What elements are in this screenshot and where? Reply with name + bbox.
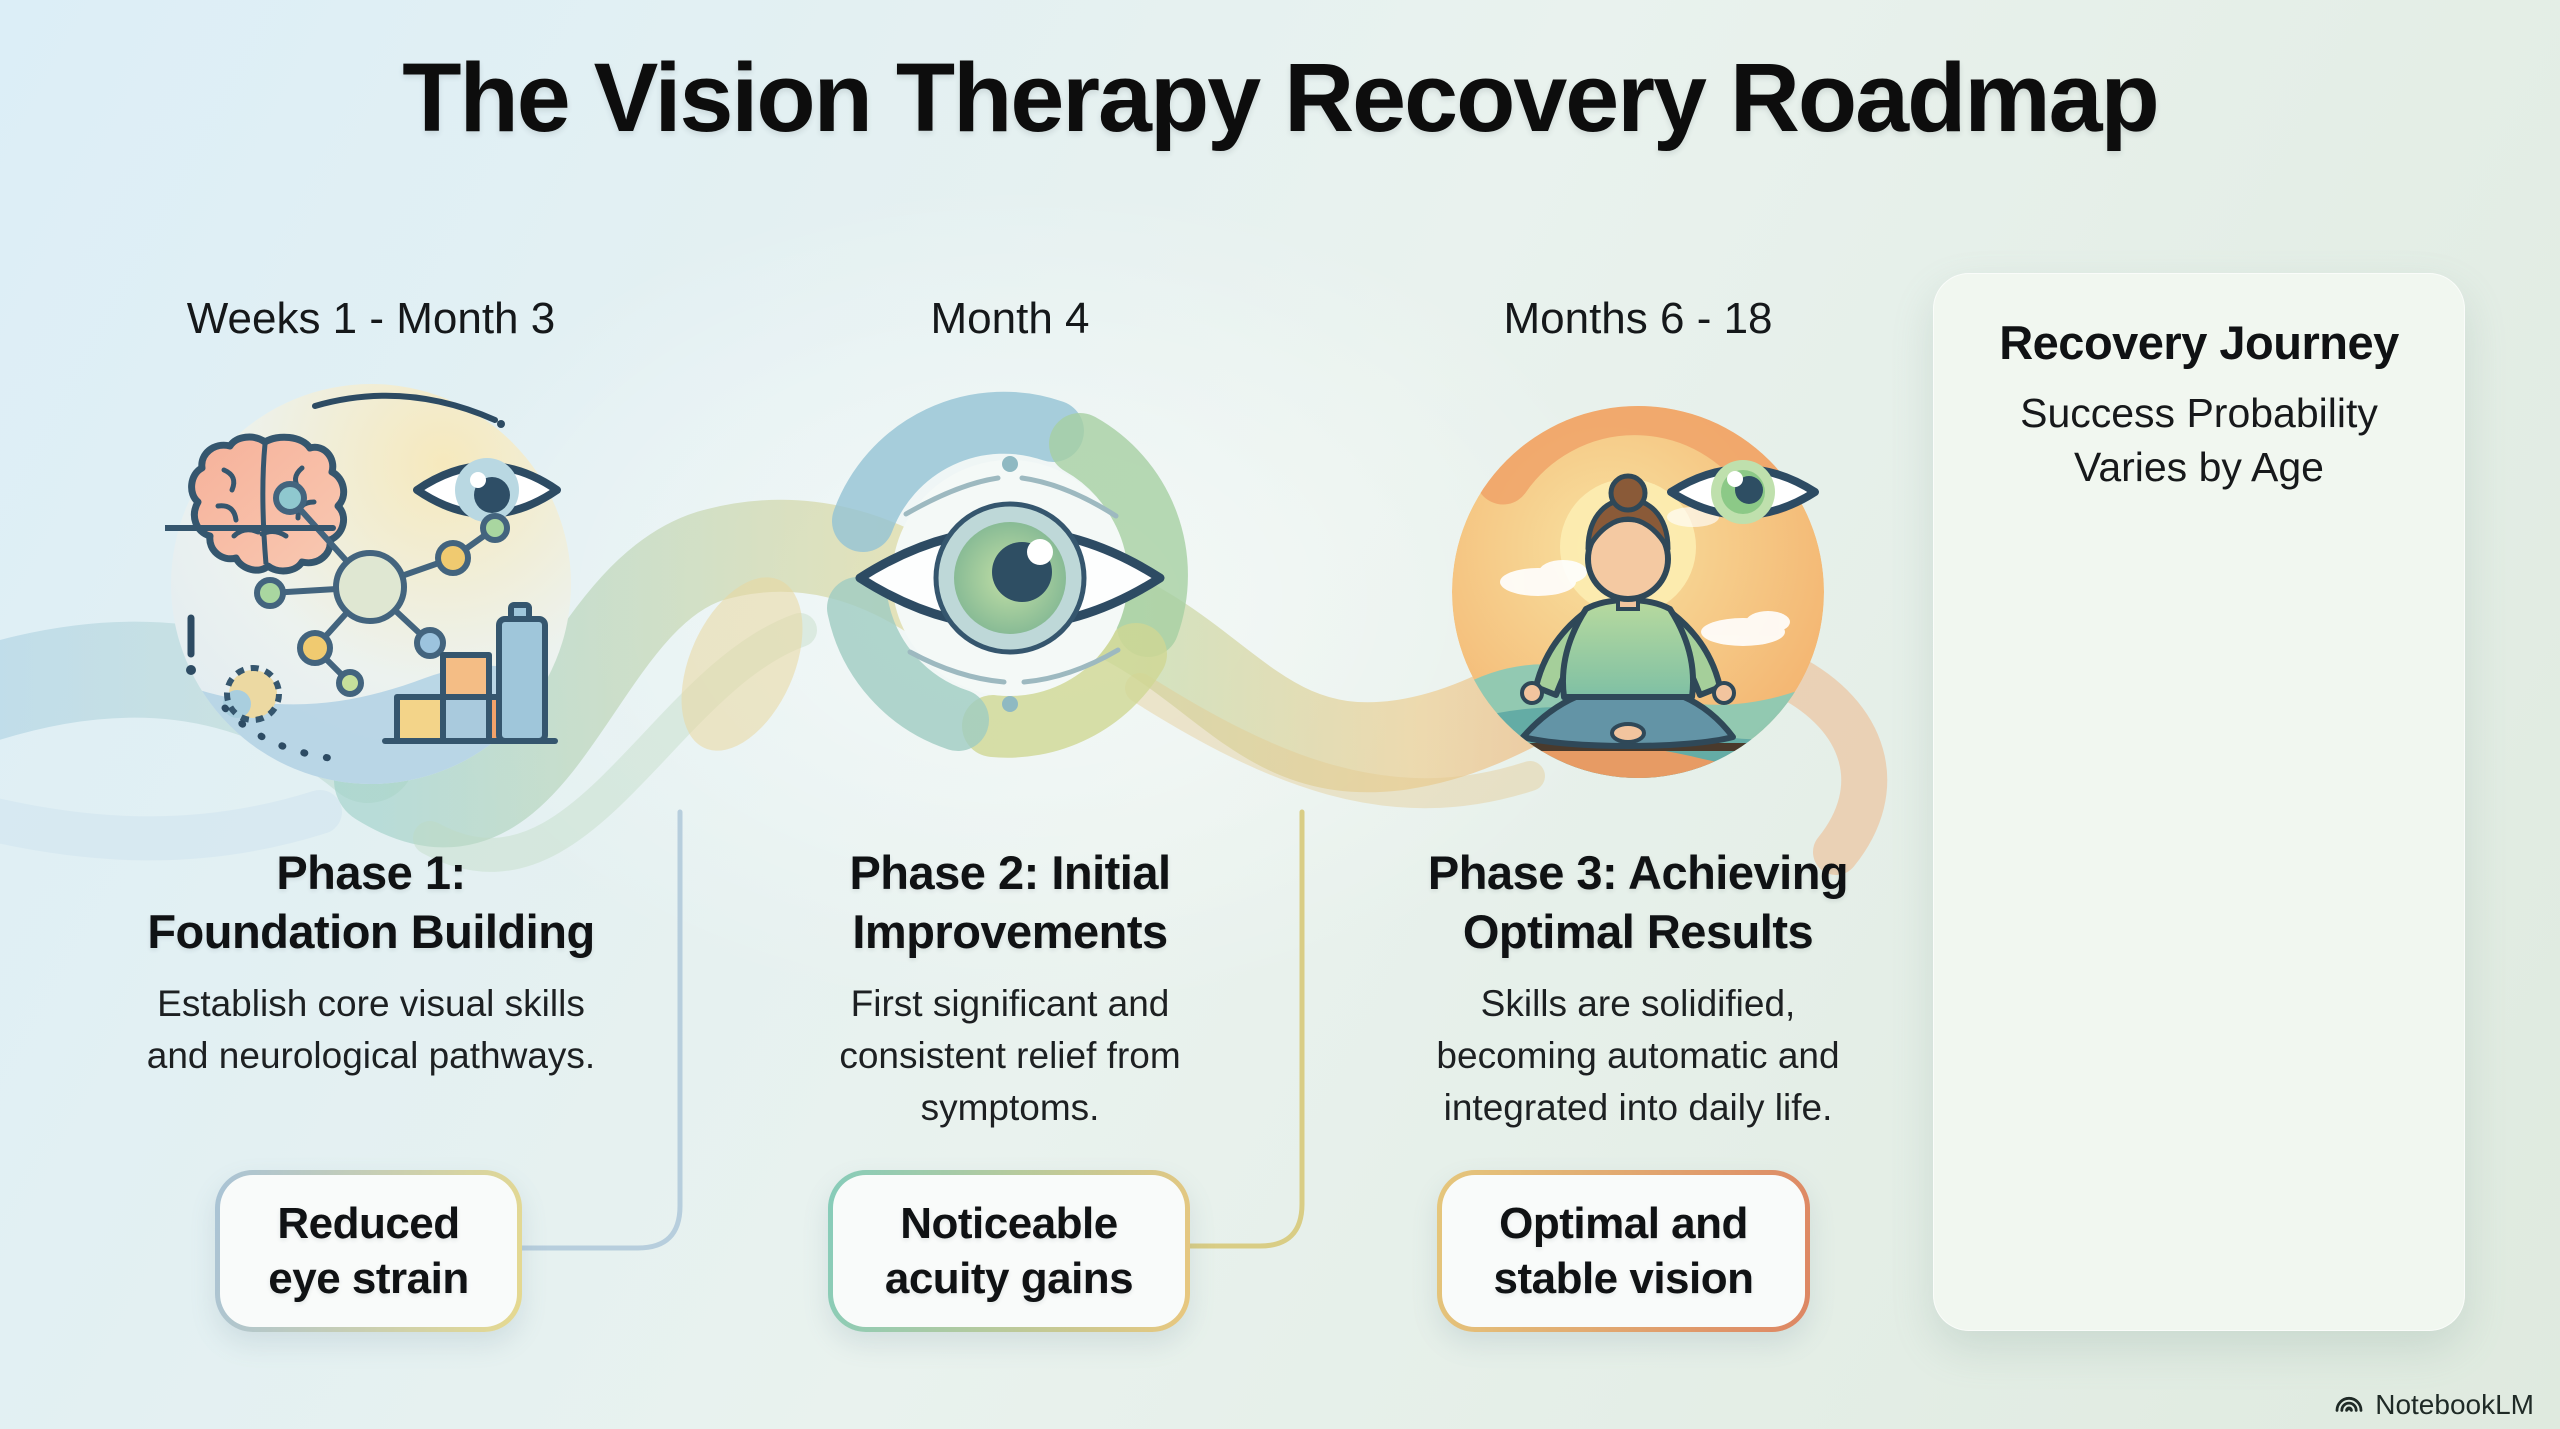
text-line: consistent relief from xyxy=(839,1034,1181,1076)
side-panel: Recovery Journey Success Probability Var… xyxy=(1933,273,2465,1331)
text-line: Establish core visual skills xyxy=(157,983,585,1024)
phase-description-2: First significant and consistent relief … xyxy=(700,978,1320,1133)
text-line: Success Probability xyxy=(2020,390,2378,436)
outcome-box: Reduced eye strain xyxy=(215,1170,522,1332)
connector-2 xyxy=(1181,809,1305,1249)
timeline-label-1: Weeks 1 - Month 3 xyxy=(186,294,556,343)
brain-icon xyxy=(188,433,348,575)
ribbon-right xyxy=(1765,653,1888,875)
text-line: Skills are solidified, xyxy=(1480,983,1796,1024)
text-line: Phase 3: Achieving xyxy=(1427,846,1849,899)
text-line: Phase 2: Initial xyxy=(849,846,1171,899)
text-line: Optimal Results xyxy=(1462,905,1814,959)
phase-title-1: Phase 1: Foundation Building xyxy=(61,843,681,961)
panel-title: Recovery Journey xyxy=(1999,316,2399,369)
page-title: The Vision Therapy Recovery Roadmap xyxy=(402,43,2160,152)
accent-arcs xyxy=(186,392,505,764)
eye-icon xyxy=(1667,460,1819,524)
phase-title-2: Phase 2: Initial Improvements xyxy=(700,843,1320,961)
spark-blob-icon xyxy=(223,665,282,723)
text-line: Optimal and xyxy=(1499,1198,1748,1248)
text-line: eye strain xyxy=(268,1254,469,1303)
text-line: becoming automatic and xyxy=(1436,1034,1840,1076)
watermark: NotebookLM xyxy=(2333,1389,2534,1421)
text-line: and neurological pathways. xyxy=(146,1034,596,1076)
watermark-label: NotebookLM xyxy=(2375,1389,2534,1420)
phase-description-1: Establish core visual skills and neurolo… xyxy=(61,978,681,1082)
text-line: First significant and xyxy=(850,983,1170,1024)
text-line: Reduced xyxy=(277,1198,460,1248)
text-line: Varies by Age xyxy=(2074,444,2324,491)
text-line: Noticeable xyxy=(900,1198,1118,1248)
phase1-illustration xyxy=(165,378,577,790)
timeline-label-2: Month 4 xyxy=(930,294,1090,343)
notebooklm-logo-icon xyxy=(2335,1396,2363,1412)
cloud-icon xyxy=(1500,507,1790,646)
text-line: acuity gains xyxy=(884,1254,1134,1303)
eye-icon xyxy=(413,458,561,522)
connector-1 xyxy=(511,809,683,1251)
text-line: Improvements xyxy=(852,905,1168,959)
text-line: integrated into daily life. xyxy=(1443,1086,1833,1128)
sky-swirl xyxy=(1475,406,1801,515)
ribbon-1-2 xyxy=(334,499,996,848)
ribbon-yellow-patch xyxy=(681,577,803,751)
ribbon-2-3-echo xyxy=(1125,673,1545,809)
text-line: Phase 1: xyxy=(276,846,466,899)
outcome-box: Noticeable acuity gains xyxy=(828,1170,1190,1332)
phase-title-3: Phase 3: Achieving Optimal Results xyxy=(1328,843,1948,961)
network-icon xyxy=(254,481,510,697)
eye-icon xyxy=(855,501,1165,655)
timeline-label-3: Months 6 - 18 xyxy=(1503,294,1773,343)
ribbon-left-echo xyxy=(0,790,342,861)
eye-accents xyxy=(903,456,1121,712)
phase2-illustration xyxy=(818,386,1202,770)
panel-subtitle: Success Probability Varies by Age xyxy=(1933,386,2465,494)
text-line: symptoms. xyxy=(920,1086,1100,1128)
phase3-illustration xyxy=(1443,397,1833,787)
blocks-icon xyxy=(165,525,558,744)
meditating-person-icon xyxy=(1504,473,1752,751)
phase-description-3: Skills are solidified, becoming automati… xyxy=(1328,978,1948,1133)
text-line: stable vision xyxy=(1493,1254,1754,1303)
focus-ring xyxy=(827,391,1188,758)
text-line: Foundation Building xyxy=(147,905,595,959)
outcome-box: Optimal and stable vision xyxy=(1437,1170,1810,1332)
